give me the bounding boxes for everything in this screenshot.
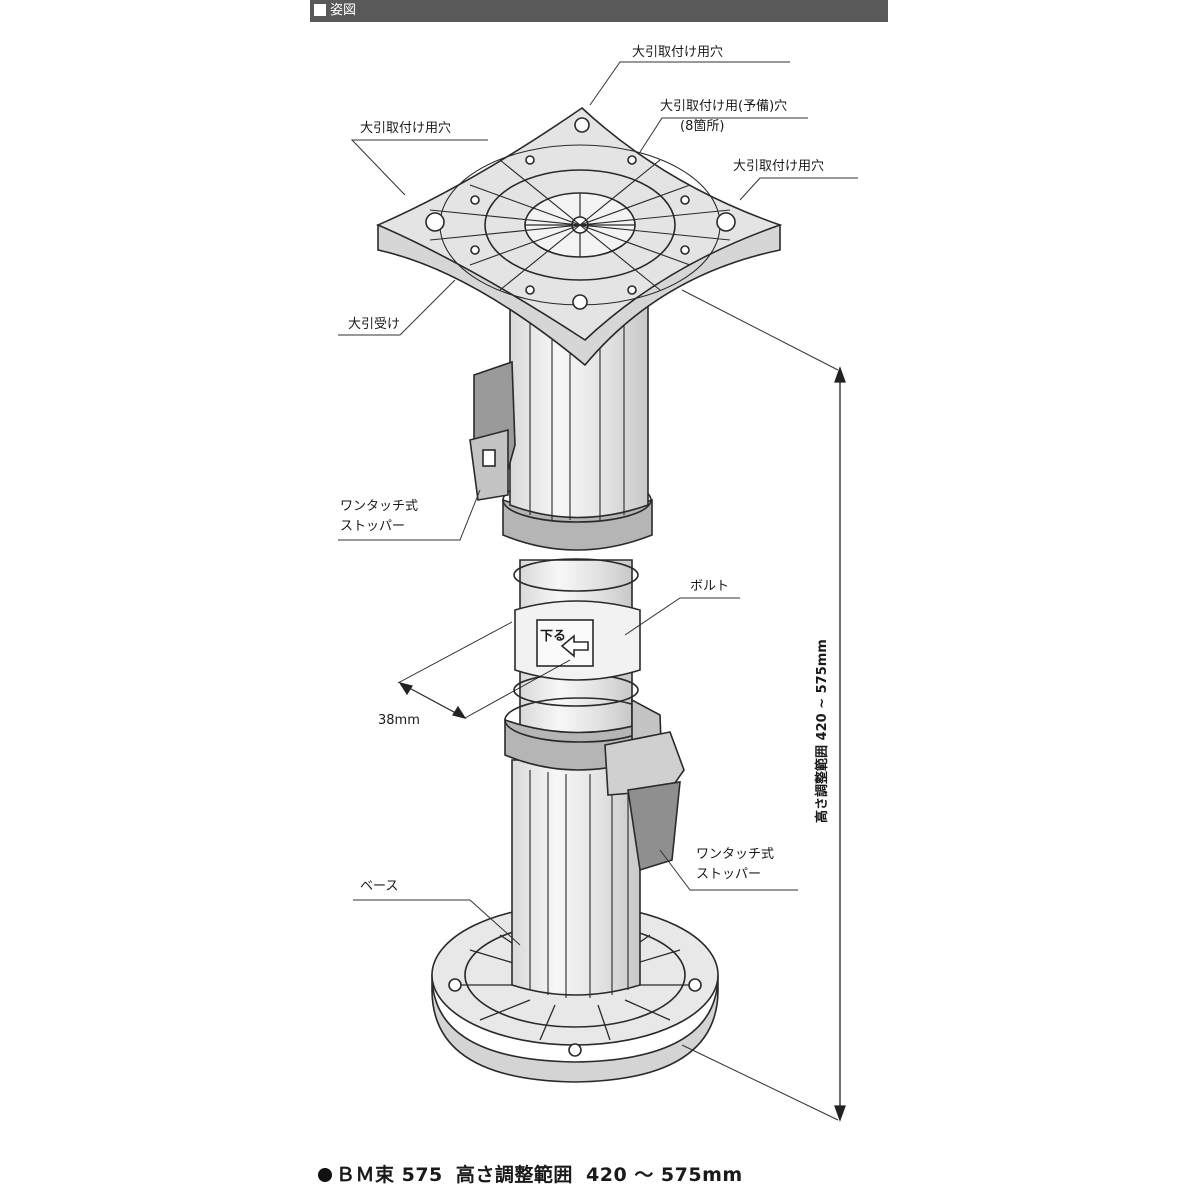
label-hole-spare-count: (8箇所): [680, 118, 724, 134]
label-stopper-lower-2: ストッパー: [696, 867, 761, 882]
dimension-height: [834, 366, 846, 1122]
collar-text: 下る: [540, 629, 566, 644]
label-hole-spare: 大引取付け用(予備)穴: [660, 98, 787, 114]
label-stopper-upper-2: ストッパー: [340, 519, 405, 534]
bullet-icon: [318, 1168, 332, 1182]
label-hole-right: 大引取付け用穴: [733, 159, 824, 174]
dimension-38: [397, 621, 571, 719]
header-square-icon: [314, 4, 326, 16]
caption-range-value: 420 ～ 575mm: [586, 1164, 743, 1186]
label-height-range: 高さ調整範囲 420 ~ 575mm: [814, 639, 830, 823]
upper-column: [509, 299, 649, 520]
label-dimension-38: 38mm: [378, 713, 420, 728]
label-bolt: ボルト: [690, 579, 729, 594]
label-base: ベース: [360, 879, 398, 894]
label-receiver: 大引受け: [348, 317, 400, 332]
top-plate: [375, 106, 783, 367]
caption: ＢＭ束 575 高さ調整範囲 420 ～ 575mm: [318, 1160, 749, 1187]
caption-model: ＢＭ束 575: [336, 1164, 443, 1186]
upper-stopper: [469, 360, 516, 501]
lower-stopper: [604, 698, 685, 872]
label-stopper-lower: ワンタッチ式: [696, 847, 774, 862]
leader-lines: [338, 61, 858, 1121]
lower-column: [511, 759, 641, 998]
caption-range-label: 高さ調整範囲: [455, 1164, 573, 1186]
adjust-collar: 下る: [514, 600, 641, 681]
label-hole-top: 大引取付け用穴: [632, 45, 723, 60]
header-bar: 姿図: [310, 0, 888, 22]
header-title: 姿図: [330, 3, 357, 18]
label-hole-left: 大引取付け用穴: [360, 121, 451, 136]
label-stopper-upper: ワンタッチ式: [340, 499, 418, 514]
